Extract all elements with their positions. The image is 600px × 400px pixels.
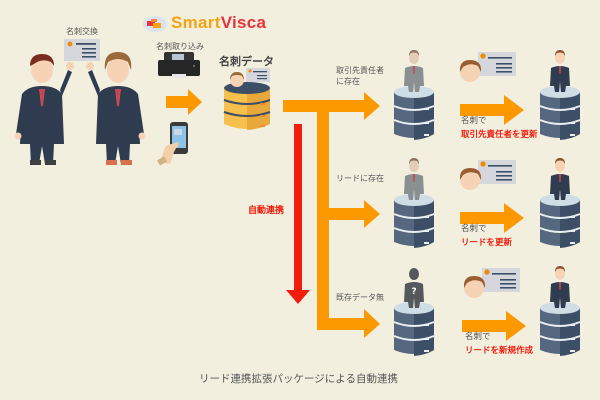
card-data-title: 名刺データ <box>219 55 274 68</box>
card-data-database-icon <box>223 68 271 130</box>
card-person-icon-2 <box>459 160 516 190</box>
source-database-2 <box>393 158 435 248</box>
branch-1-condition-line2: に存在 <box>336 77 360 86</box>
branch-1-condition-line1: 取引先責任者 <box>336 66 384 75</box>
branch-arrow-3 <box>317 309 380 338</box>
brand-smart: Smart <box>171 13 221 32</box>
action-prefix-3: 名刺で <box>465 332 491 342</box>
action-label-2: リードを更新 <box>461 238 513 248</box>
branch-3-condition: 既存データ無 <box>336 293 384 302</box>
smartvisca-logo: SmartVisca <box>140 10 270 38</box>
card-exchange-label: 名刺交換 <box>66 27 98 36</box>
businessman-left-icon <box>14 54 74 165</box>
update-arrow-icon-2 <box>460 203 524 233</box>
branch-arrow-1 <box>283 92 380 120</box>
diagram-caption: リード連携拡張パッケージによる自動連携 <box>199 373 398 385</box>
branch-2-condition: リードに存在 <box>336 174 384 183</box>
action-label-3: リードを新規作成 <box>465 346 534 356</box>
card-import-label: 名刺取り込み <box>156 42 204 51</box>
auto-sync-arrow-icon <box>286 124 310 304</box>
update-arrow-icon-3 <box>462 311 526 341</box>
result-database-2 <box>539 158 581 248</box>
branch-arrow-2 <box>329 200 380 228</box>
businessman-right-icon <box>86 52 146 165</box>
branch-flow-arrows <box>283 92 380 338</box>
source-database-3: ? <box>393 268 435 356</box>
action-prefix-2: 名刺で <box>461 224 487 234</box>
card-person-icon-1 <box>459 52 516 82</box>
branch-1-condition: 取引先責任者 に存在 <box>336 65 384 87</box>
source-database-1 <box>393 50 435 140</box>
brand-visca: Visca <box>220 13 267 32</box>
result-database-1 <box>539 50 581 140</box>
auto-sync-label: 自動連携 <box>248 206 285 216</box>
card-person-icon-3 <box>463 268 520 298</box>
business-card-icon <box>64 39 100 61</box>
arrow-to-card-data-icon <box>166 89 202 115</box>
scanner-icon <box>158 52 200 78</box>
result-database-3 <box>539 266 581 356</box>
logo-mark-icon <box>143 16 167 32</box>
update-arrow-icon-1 <box>460 95 524 125</box>
action-prefix-1: 名刺で <box>461 116 487 126</box>
svg-text:?: ? <box>411 287 416 297</box>
action-label-1: 取引先責任者を更新 <box>461 130 538 140</box>
smartphone-hand-icon <box>157 122 188 166</box>
